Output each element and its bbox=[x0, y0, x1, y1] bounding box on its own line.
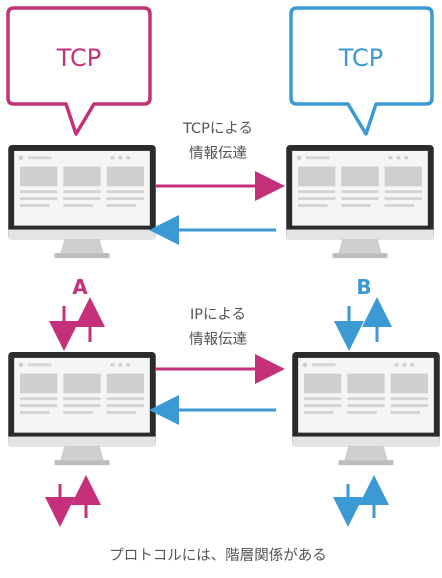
lower-left-vertical-arrows bbox=[45, 475, 101, 527]
left-speech-bubble: TCP bbox=[6, 6, 152, 136]
host-b-vertical-arrows bbox=[334, 297, 392, 351]
bottom-channel-label-line2: 情報伝達 bbox=[189, 331, 247, 348]
top-left-computer bbox=[8, 145, 156, 259]
caption: プロトコルには、階層関係がある bbox=[109, 547, 327, 564]
top-channel-label-line1: TCPによる bbox=[182, 121, 253, 137]
host-a-label: A bbox=[72, 275, 88, 299]
bottom-right-computer bbox=[292, 352, 440, 466]
lower-right-vertical-arrows bbox=[333, 475, 389, 527]
top-right-computer bbox=[286, 145, 434, 259]
left-bubble-label: TCP bbox=[56, 44, 101, 72]
right-speech-bubble: TCP bbox=[289, 6, 434, 136]
host-b-label: B bbox=[356, 275, 371, 299]
top-channel-label-line2: 情報伝達 bbox=[189, 145, 247, 162]
right-bubble-label: TCP bbox=[338, 44, 383, 72]
bottom-channel-label-line1: IPによる bbox=[190, 307, 246, 323]
bottom-left-computer bbox=[8, 352, 156, 466]
host-a-vertical-arrows bbox=[49, 297, 105, 351]
